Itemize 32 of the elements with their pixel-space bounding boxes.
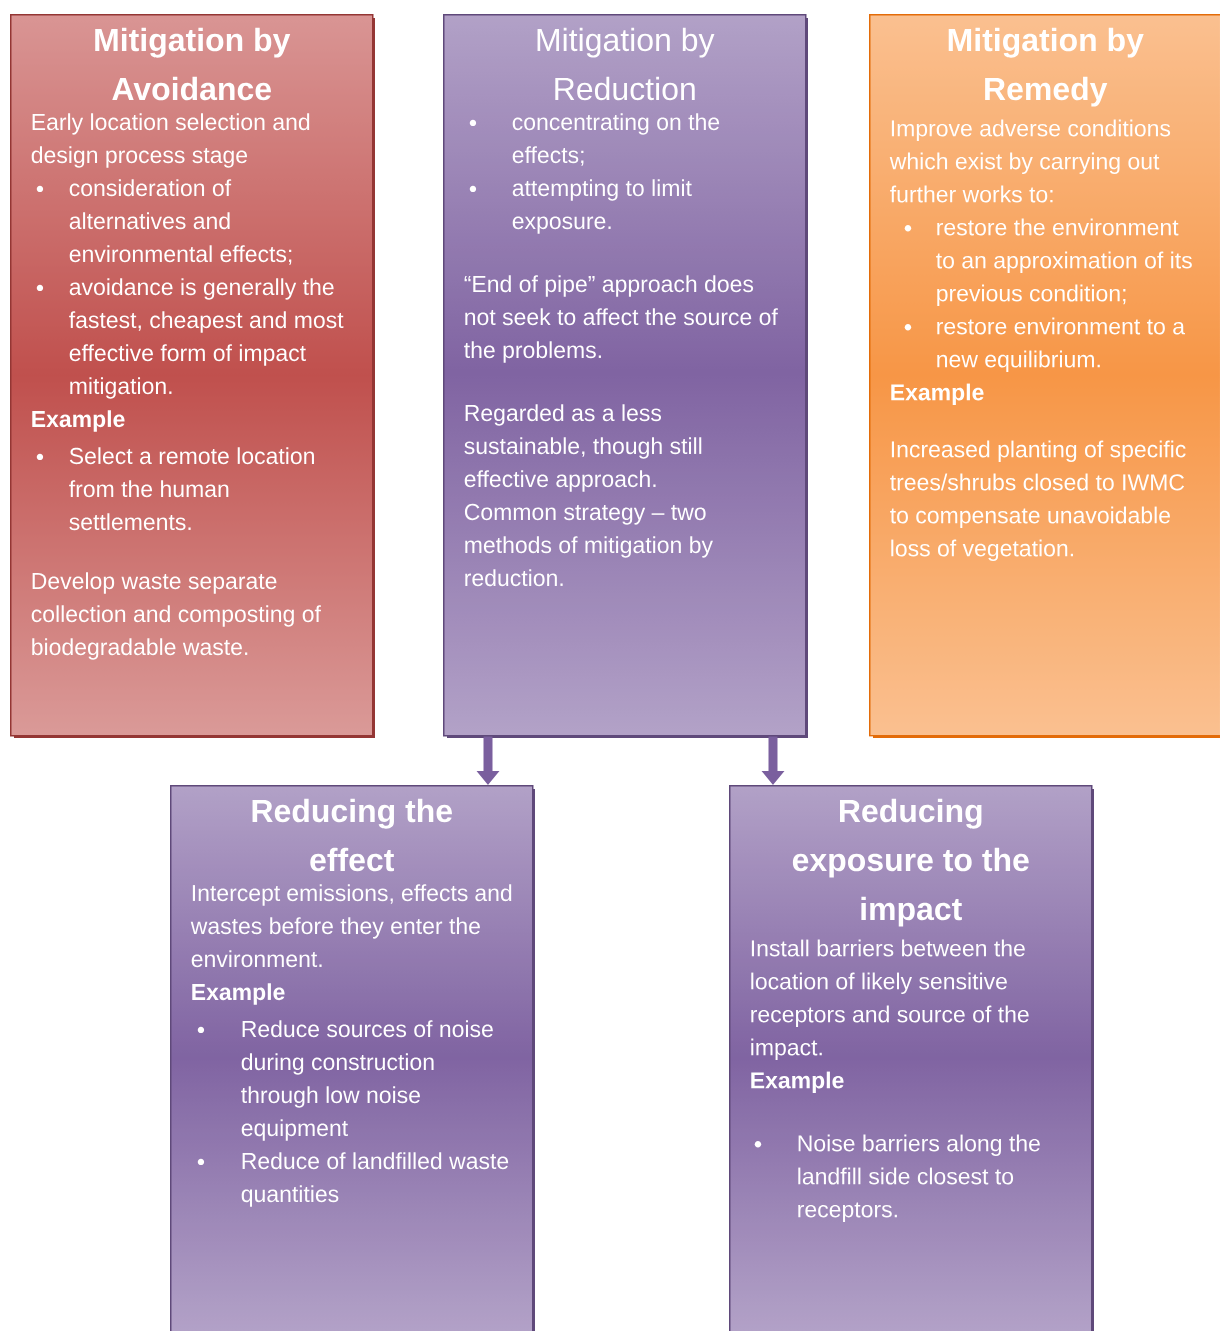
body-text: Install barriers between the location of likely sensitive receptors and source of the impact. — [751, 939, 1029, 1060]
body-text: Common strategy – two methods of mitigation by reduction. — [464, 503, 713, 587]
panel-box — [10, 14, 374, 737]
panel-box — [729, 785, 1093, 1331]
bullet-item: avoidance is generally the fastest, cheapest and most effective form of impact mitigation. — [36, 278, 344, 399]
bullet-item: Reduce sources of noise during construction through low noise equipment — [197, 1020, 493, 1141]
bullet-item: consideration of alternatives and environmental effects; — [36, 179, 292, 265]
body-text: Increased planting of specific trees/shrubs closed to IWMC to compensate unavoidable loss of vegetation. — [890, 440, 1186, 561]
panel-box — [869, 14, 1220, 737]
body-text: Develop waste separate collection and composting of biodegradable waste. — [31, 572, 321, 660]
bullet-item: Noise barriers along the landfill side closest to receptors. — [754, 1134, 1040, 1222]
panel-box — [443, 14, 807, 737]
bullet-item: restore the environment to an approximation of its previous condition; — [904, 218, 1192, 306]
bullet-item: Select a remote location from the human settlements. — [36, 447, 314, 531]
panel-title: Mitigation by Reduction — [537, 27, 715, 101]
body-text: Improve adverse conditions which exist by carrying out further works to: — [889, 119, 1171, 203]
bullet-item: Reduce of landfilled waste quantities — [197, 1152, 509, 1207]
panel-title: Mitigation by Avoidance — [95, 27, 291, 101]
panel-title: Reducing the effect — [252, 798, 452, 872]
body-text: “End of pipe” approach does not seek to affect the source of the problems. — [464, 275, 778, 363]
panel-box — [170, 785, 534, 1331]
panel-title: Reducing exposure to the impact — [792, 798, 1029, 927]
example-heading: Example — [192, 983, 285, 1005]
example-heading: Example — [751, 1071, 844, 1093]
bullet-item: restore environment to a new equilibrium. — [904, 317, 1185, 372]
body-text: Regarded as a less sustainable, though still effective approach. — [464, 404, 702, 492]
body-text: Intercept emissions, effects and wastes before they enter the environment. — [190, 884, 512, 968]
bullet-item: concentrating on the effects; — [469, 113, 720, 166]
panel-title: Mitigation by Remedy — [948, 27, 1144, 107]
example-heading: Example — [32, 410, 125, 432]
bullet-item: attempting to limit exposure. — [469, 179, 692, 234]
example-heading: Example — [891, 383, 984, 405]
